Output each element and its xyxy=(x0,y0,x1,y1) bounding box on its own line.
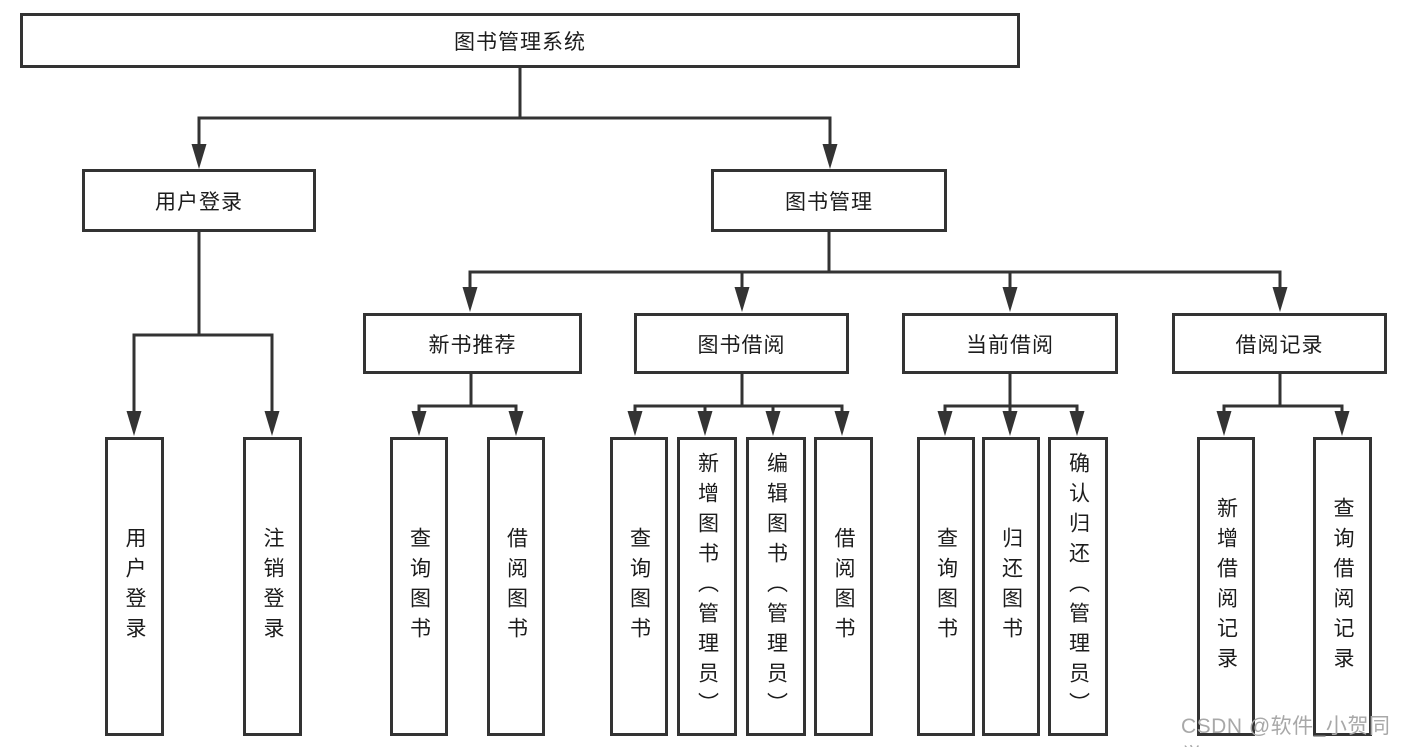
node-user-login: 用户登录 xyxy=(82,169,316,232)
leaf-label: 借阅图书 xyxy=(504,526,528,647)
leaf-label: 确认归还（管理员） xyxy=(1066,451,1090,722)
node-current-borrowing: 当前借阅 xyxy=(902,313,1118,374)
leaf-label: 归还图书 xyxy=(999,526,1023,647)
leaf-borrow-books: 借阅图书 xyxy=(814,437,873,736)
leaf-label: 新增借阅记录 xyxy=(1214,496,1238,677)
leaf-label: 注销登录 xyxy=(261,526,284,647)
leaf-borrow-books-recommend: 借阅图书 xyxy=(487,437,545,736)
leaf-add-borrow-record: 新增借阅记录 xyxy=(1197,437,1255,736)
leaf-add-books-admin: 新增图书（管理员） xyxy=(677,437,737,736)
leaf-query-borrow-record: 查询借阅记录 xyxy=(1313,437,1372,736)
node-book-borrowing: 图书借阅 xyxy=(634,313,849,374)
leaf-label: 编辑图书（管理员） xyxy=(764,451,788,722)
leaf-query-books-recommend: 查询图书 xyxy=(390,437,448,736)
leaf-label: 借阅图书 xyxy=(832,526,855,647)
leaf-label: 查询图书 xyxy=(934,526,958,647)
leaf-query-books-current: 查询图书 xyxy=(917,437,975,736)
leaf-confirm-return-admin: 确认归还（管理员） xyxy=(1048,437,1108,736)
leaf-return-books: 归还图书 xyxy=(982,437,1040,736)
node-library-system: 图书管理系统 xyxy=(20,13,1020,68)
node-book-management: 图书管理 xyxy=(711,169,947,232)
leaf-label: 用户登录 xyxy=(123,526,146,647)
leaf-label: 查询图书 xyxy=(407,526,431,647)
leaf-label: 查询借阅记录 xyxy=(1331,496,1354,677)
leaf-edit-books-admin: 编辑图书（管理员） xyxy=(746,437,806,736)
node-borrowing-records: 借阅记录 xyxy=(1172,313,1387,374)
leaf-query-books-borrowing: 查询图书 xyxy=(610,437,668,736)
leaf-user-login: 用户登录 xyxy=(105,437,164,736)
leaf-logout-login: 注销登录 xyxy=(243,437,302,736)
node-new-book-recommend: 新书推荐 xyxy=(363,313,582,374)
csdn-watermark: CSDN @软件_小贺同学 xyxy=(1181,715,1391,747)
leaf-label: 新增图书（管理员） xyxy=(695,451,719,722)
leaf-label: 查询图书 xyxy=(627,526,651,647)
